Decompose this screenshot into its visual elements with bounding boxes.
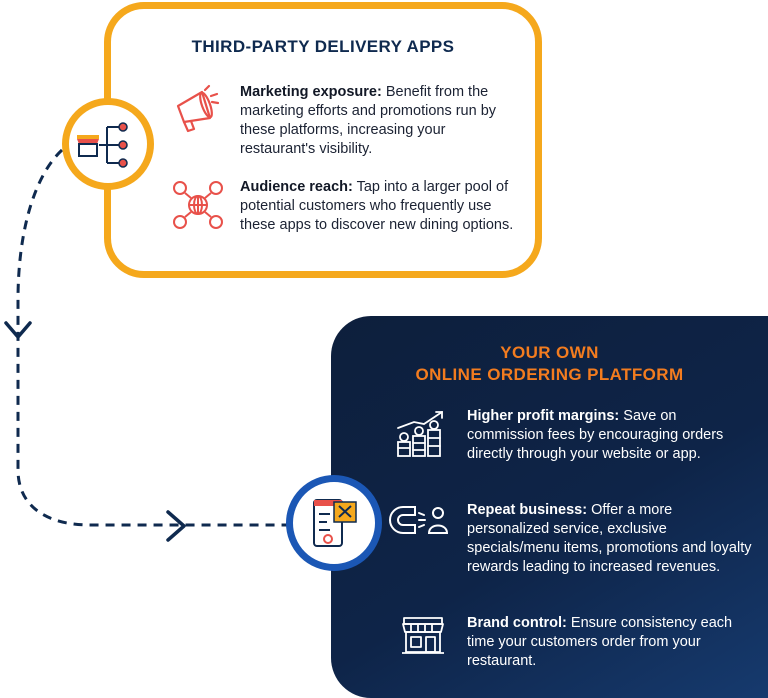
profit-coins-icon	[397, 411, 443, 457]
audience-reach-desc: Tap into a larger pool of potential cust…	[240, 179, 514, 233]
third-party-title: THIRD-PARTY DELIVERY APPS	[191, 37, 455, 56]
magnet-customer-icon	[389, 506, 449, 534]
megaphone-icon	[176, 84, 220, 133]
profit-margins-desc: Save on commission fees by encouraging o…	[467, 408, 724, 462]
own-platform-title: YOUR OWN ONLINE ORDERING PLATFORM	[331, 342, 768, 386]
brand-control-heading: Brand control:	[467, 615, 567, 631]
audience-reach-heading: Audience reach:	[240, 179, 353, 195]
marketing-exposure-heading: Marketing exposure:	[240, 84, 382, 100]
audience-network-icon	[173, 181, 223, 229]
chevron-down-icon	[4, 321, 32, 339]
delivery-apps-badge	[62, 98, 154, 190]
third-party-card	[104, 2, 542, 278]
marketing-exposure-text: Marketing exposure: Benefit from the mar…	[240, 83, 520, 159]
own-platform-title-line2: ONLINE ORDERING PLATFORM	[415, 365, 684, 384]
audience-reach-text: Audience reach: Tap into a larger pool o…	[240, 178, 520, 235]
marketing-exposure-desc: Benefit from the marketing efforts and p…	[240, 84, 497, 157]
profit-margins-heading: Higher profit margins:	[467, 408, 620, 424]
repeat-business-heading: Repeat business:	[467, 502, 588, 518]
storefront-icon	[402, 617, 444, 654]
repeat-business-text: Repeat business: Offer a more personaliz…	[467, 501, 757, 577]
own-platform-badge	[286, 475, 382, 571]
chevron-right-icon	[166, 510, 186, 542]
repeat-business-desc: Offer a more personalized service, exclu…	[467, 502, 752, 575]
store-network-icon	[77, 122, 128, 168]
brand-control-desc: Ensure consistency each time your custom…	[467, 615, 733, 669]
brand-control-text: Brand control: Ensure consistency each t…	[467, 614, 757, 671]
mobile-order-icon	[313, 499, 357, 547]
profit-margins-text: Higher profit margins: Save on commissio…	[467, 407, 757, 464]
own-platform-title-line1: YOUR OWN	[500, 343, 599, 362]
